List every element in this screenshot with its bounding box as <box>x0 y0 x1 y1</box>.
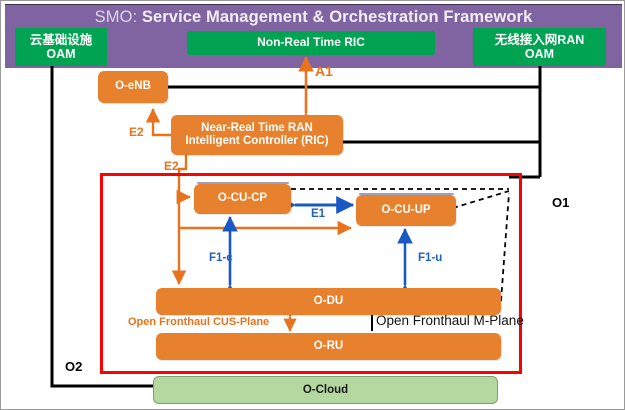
o-cu-up-top-accent <box>359 193 454 195</box>
box-ran-oam[interactable]: 无线接入网RAN OAM <box>473 28 606 66</box>
box-o-enb[interactable]: O-eNB <box>98 71 168 103</box>
label-f1u: F1-u <box>418 252 443 264</box>
label-o2: O2 <box>65 359 83 374</box>
e2-oenb-link <box>145 108 185 143</box>
box-ran-oam-line2: OAM <box>524 47 555 61</box>
box-near-rt-ric-line2: Intelligent Controller (RIC) <box>185 135 329 147</box>
smo-title: SMO: Service Management & Orchestration … <box>5 6 622 28</box>
label-o1: O1 <box>552 195 570 210</box>
box-ran-oam-line1: 无线接入网RAN <box>494 33 585 47</box>
label-e2-oenb: E2 <box>129 125 144 139</box>
label-e1: E1 <box>311 208 326 220</box>
label-f1c: F1-c <box>209 252 233 264</box>
box-o-du[interactable]: O-DU <box>156 288 501 315</box>
box-near-rt-ric[interactable]: Near-Real Time RAN Intelligent Controlle… <box>171 115 343 155</box>
box-non-rt-ric[interactable]: Non-Real Time RIC <box>187 31 435 55</box>
label-e2-ran: E2 <box>164 159 179 173</box>
box-o-cloud[interactable]: O-Cloud <box>153 376 498 404</box>
smo-title-prefix: SMO: <box>94 8 138 26</box>
box-cloud-oam[interactable]: 云基础设施 OAM <box>15 28 107 66</box>
label-a1: A1 <box>315 63 333 79</box>
oran-boundary <box>100 173 522 374</box>
box-cloud-oam-line1: 云基础设施 <box>29 33 93 47</box>
o-cu-cp-top-accent <box>197 182 289 184</box>
box-near-rt-ric-line1: Near-Real Time RAN <box>201 121 313 134</box>
box-o-ru[interactable]: O-RU <box>156 333 501 360</box>
smo-title-text: Service Management & Orchestration Frame… <box>137 8 533 26</box>
label-open-fronthaul-cus-plane: Open Fronthaul CUS-Plane <box>128 316 270 328</box>
box-o-cu-cp[interactable]: O-CU-CP <box>194 184 291 214</box>
box-o-cu-up[interactable]: O-CU-UP <box>356 195 456 226</box>
label-open-fronthaul-m-plane: Open Fronthaul M-Plane <box>376 313 524 328</box>
box-cloud-oam-line2: OAM <box>46 47 76 61</box>
